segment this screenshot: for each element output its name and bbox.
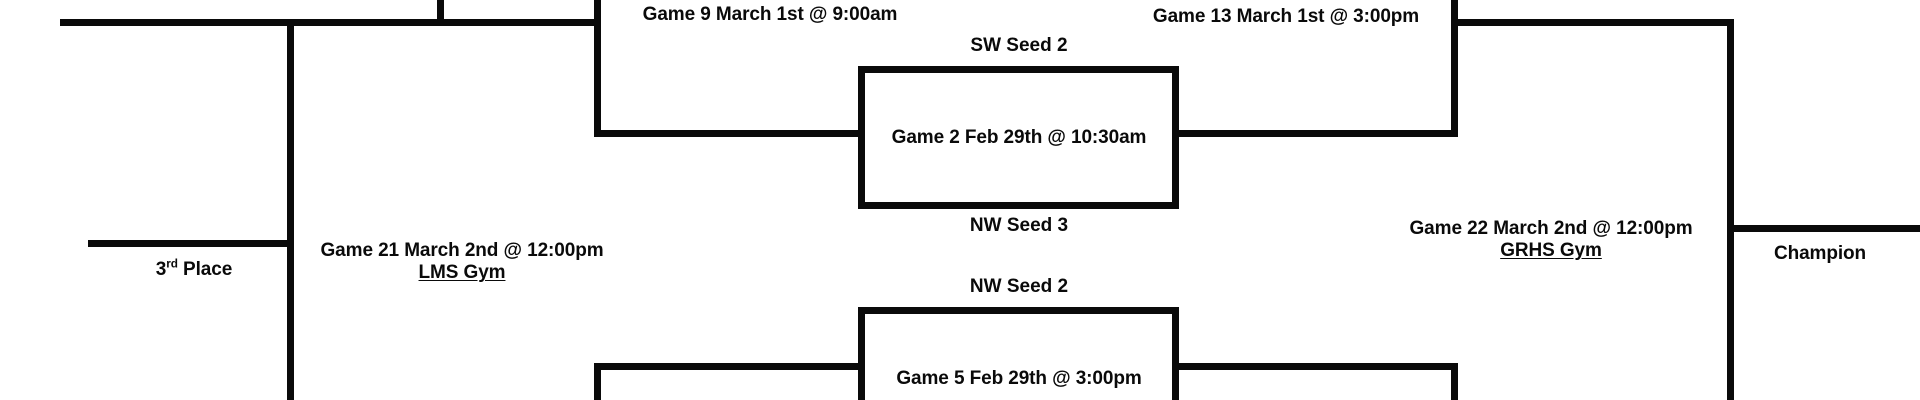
bracket-line-game5-left-feed [594, 363, 862, 370]
game-5-label: Game 5 Feb 29th @ 3:00pm [896, 368, 1142, 389]
bracket-line-right-top-connector [1451, 19, 1734, 26]
bracket-line-center-upper-vertical [594, 0, 601, 137]
bracket-line-center-lower-vertical [594, 363, 601, 400]
game-5-box[interactable] [858, 307, 1179, 400]
game-22-label: Game 22 March 2nd @ 12:00pm GRHS Gym [1410, 218, 1693, 263]
game-9-label: Game 9 March 1st @ 9:00am [642, 4, 898, 25]
game-2-label: Game 2 Feb 29th @ 10:30am [891, 127, 1147, 148]
bracket-line-champion-spine [1727, 19, 1734, 400]
bracket-line-champion-output [1727, 225, 1920, 232]
sw-seed-2-label: SW Seed 2 [970, 35, 1068, 56]
bracket-line-game5-right-feed [1179, 363, 1458, 370]
nw-seed-3-label: NW Seed 3 [969, 215, 1069, 236]
game-21-venue: LMS Gym [418, 262, 506, 284]
game-22-text: Game 22 March 2nd @ 12:00pm [1409, 218, 1693, 239]
game-21-label: Game 21 March 2nd @ 12:00pm LMS Gym [321, 240, 604, 285]
bracket-line-third-place-output [88, 240, 294, 247]
third-place-suffix: Place [177, 259, 233, 280]
bracket-line-game2-right-feed [1179, 130, 1458, 137]
third-place-number: 3 [155, 259, 167, 280]
bracket-line-upper-left-stub [437, 0, 444, 26]
game-13-label: Game 13 March 1st @ 3:00pm [1152, 6, 1420, 27]
champion-label: Champion [1773, 243, 1867, 264]
nw-seed-2-label: NW Seed 2 [969, 276, 1069, 297]
third-place-label: 3rd Place [155, 257, 233, 281]
game-22-venue: GRHS Gym [1500, 240, 1602, 262]
bracket-line-right-lower-vertical [1451, 363, 1458, 400]
game-21-text: Game 21 March 2nd @ 12:00pm [320, 240, 604, 261]
bracket-line-right-upper-vertical [1451, 0, 1458, 137]
bracket-line-game2-left-feed [594, 130, 862, 137]
bracket-line-left-spine [287, 19, 294, 400]
game-2-box[interactable] [858, 66, 1179, 209]
bracket-line-left-upper-feed [60, 19, 288, 26]
third-place-ordinal: rd [166, 257, 178, 271]
